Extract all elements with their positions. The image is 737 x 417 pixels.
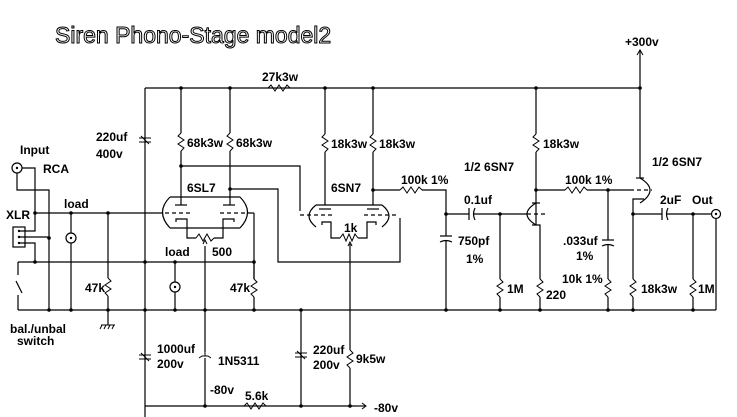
resistor-100k-b (564, 186, 630, 194)
resistor-10k (604, 278, 612, 310)
load-label-second: load (165, 245, 190, 259)
resistor-18k-d-label: 18k3w (641, 282, 678, 296)
resistor-68k-b-label: 68k3w (236, 136, 273, 150)
supply-minus-80v-left: -80v (210, 383, 234, 397)
resistor-68k-b (226, 86, 234, 205)
capacitor-033uf (601, 190, 615, 279)
resistor-18k-d (629, 278, 637, 310)
resistor-10k-label: 10k 1% (562, 272, 603, 286)
resistor-18k-b-label: 18k3w (379, 137, 416, 151)
potentiometer-1k (339, 232, 359, 247)
resistor-1m-a-label: 1M (507, 282, 524, 296)
resistor-68k-a-label: 68k3w (187, 136, 224, 150)
rca-label: RCA (43, 162, 69, 176)
capacitor-220uf-200v-a-label: 220uf (313, 343, 345, 357)
tube-half-6sn7-b (630, 177, 652, 279)
potentiometer-500 (186, 229, 224, 352)
plus-300v-rail (145, 49, 644, 178)
capacitor-033uf-tol-label: 1% (576, 249, 594, 263)
capacitor-200v-label: 200v (157, 357, 184, 371)
resistor-1m-b (689, 214, 697, 310)
resistor-47k-b-label: 47k (230, 281, 250, 295)
resistor-18k-a (321, 86, 329, 205)
rca-input-jack[interactable] (11, 162, 50, 293)
tube-6sl7 (158, 196, 252, 229)
potentiometer-1k-label: 1k (344, 221, 358, 235)
resistor-18k-c (532, 86, 540, 203)
supply-plus-300v-label: +300v (625, 35, 659, 49)
resistor-68k-a (177, 86, 185, 205)
wire-6sl7-plate-a (181, 165, 301, 211)
wire-6sl7-plate-b (230, 188, 401, 263)
capacitor-220uf-200v-b-label: 200v (313, 358, 340, 372)
capacitor-750pf-label: 750pf (458, 234, 490, 248)
capacitor-2uf (633, 207, 712, 221)
resistor-9k5 (346, 244, 354, 406)
capacitor-1000uf (139, 352, 151, 362)
capacitor-0-1uf-label: 0.1uf (464, 193, 493, 207)
load-jack-input[interactable] (65, 213, 77, 310)
resistor-100k-a-label: 100k 1% (401, 173, 449, 187)
resistor-9k5-label: 9k5w (356, 352, 386, 366)
schematic-title: Siren Phono-Stage model2 (55, 22, 331, 48)
xlr-input-connector[interactable] (12, 213, 51, 262)
resistor-18k-a-label: 18k3w (331, 137, 368, 151)
zener-label: 1N5311 (218, 354, 260, 368)
resistor-27k-label: 27k3w (262, 70, 299, 84)
capacitor-033uf-label: .033uf (563, 234, 599, 248)
output-label: Out (692, 193, 713, 207)
xlr-label: XLR (6, 208, 30, 222)
zener-diode-1n5311 (198, 352, 212, 406)
half-6sn7-a-label: 1/2 6SN7 (464, 160, 514, 174)
bal-unbal-switch[interactable] (15, 280, 23, 294)
load-jack-second[interactable] (169, 262, 181, 310)
resistor-27k (267, 84, 291, 92)
half-6sn7-b-label: 1/2 6SN7 (652, 155, 702, 169)
capacitor-0-1uf (446, 207, 527, 221)
capacitor-220uf-label: 220uf (96, 130, 128, 144)
resistor-220-label: 220 (546, 288, 566, 302)
tube-6sl7-label: 6SL7 (187, 181, 216, 195)
resistor-100k-a (399, 186, 447, 214)
resistor-100k-b-label: 100k 1% (565, 173, 613, 187)
resistor-220 (536, 278, 544, 310)
capacitor-750pf-tol-label: 1% (466, 252, 484, 266)
resistor-5k6 (243, 402, 267, 410)
potentiometer-500-label: 500 (212, 245, 232, 259)
capacitor-2uf-label: 2uF (660, 193, 681, 207)
resistor-1m-a (496, 214, 504, 310)
input-label: Input (20, 143, 49, 157)
resistor-47k-a (99, 213, 115, 330)
resistor-5k6-label: 5.6k (245, 389, 269, 403)
capacitor-220uf-400v (139, 88, 151, 417)
resistor-1m-b-label: 1M (698, 282, 715, 296)
load-label-input: load (64, 197, 89, 211)
output-jack[interactable] (710, 208, 722, 311)
tube-half-6sn7-a (526, 202, 548, 279)
capacitor-750pf (439, 214, 453, 310)
switch-label-line1: bal./unbal (10, 322, 66, 336)
resistor-47k-b (250, 262, 258, 310)
capacitor-400v-label: 400v (96, 147, 123, 161)
capacitor-1000uf-label: 1000uf (157, 342, 196, 356)
tube-6sn7 (300, 204, 398, 239)
resistor-47k-a-label: 47k (85, 281, 105, 295)
resistor-18k-b (369, 86, 377, 205)
supply-minus-80v-right: -80v (374, 401, 398, 415)
capacitor-220uf-200v (295, 310, 307, 406)
resistor-18k-c-label: 18k3w (543, 137, 580, 151)
tube-6sn7-label: 6SN7 (331, 181, 361, 195)
switch-label-line2: switch (17, 334, 54, 348)
